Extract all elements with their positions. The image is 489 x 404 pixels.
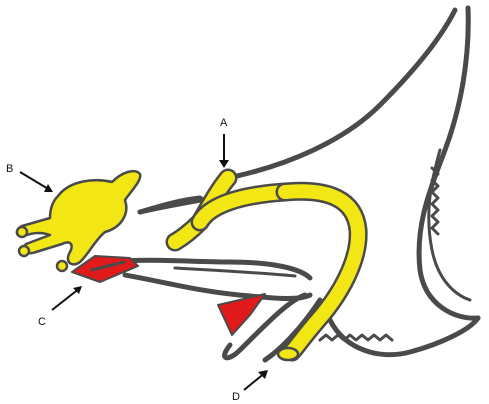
outer-contour: [228, 10, 455, 178]
arrow-b: [20, 172, 53, 192]
ganglion-b-root-2: [19, 246, 29, 256]
lower-loop-texture: [320, 335, 392, 340]
arrow-d: [244, 370, 268, 390]
label-b: B: [6, 163, 13, 175]
ganglion-b-root-1: [17, 227, 27, 237]
arrow-c: [52, 286, 82, 310]
label-a: A: [220, 117, 228, 129]
ganglion-b: [17, 171, 140, 264]
arrow-a: [219, 134, 229, 168]
connector-line: [140, 198, 200, 212]
canal-lower-wall: [125, 275, 310, 299]
canal-inner-line: [175, 268, 295, 276]
nerve-d-end: [278, 348, 298, 360]
label-c: C: [38, 316, 46, 328]
ganglion-b-root-3: [57, 261, 67, 271]
label-d: D: [232, 391, 240, 403]
